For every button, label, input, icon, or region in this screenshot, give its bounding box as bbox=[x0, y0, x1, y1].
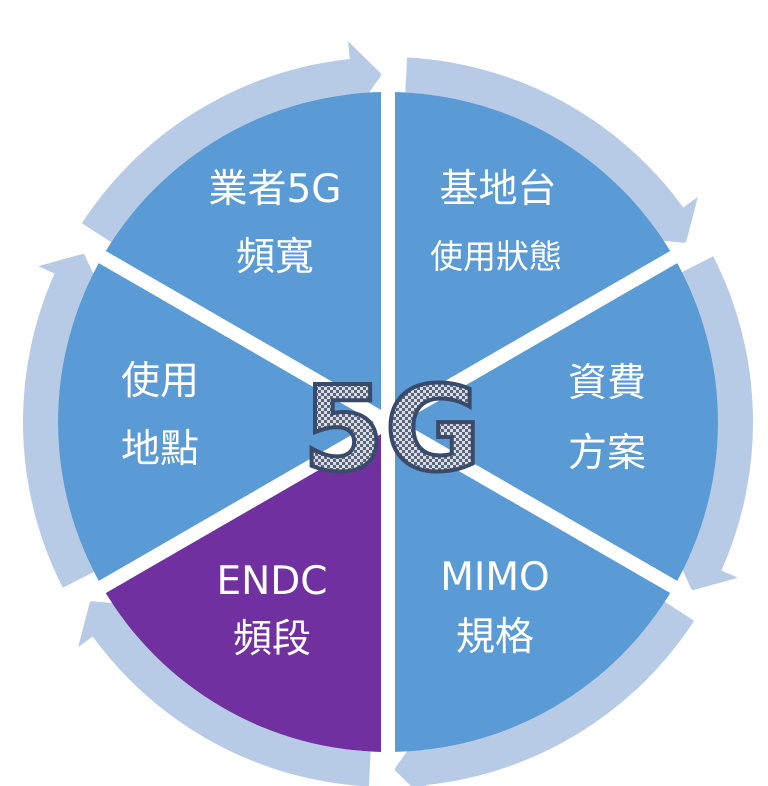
segment-location-line2: 地點 bbox=[121, 427, 199, 472]
segment-endc-line1: ENDC bbox=[216, 559, 327, 604]
segment-base-station-line2: 使用狀態 bbox=[430, 237, 562, 276]
cycle-arrow-bandwidth-icon bbox=[405, 57, 698, 244]
segment-wedges bbox=[57, 92, 718, 752]
cycle-arrow-ring bbox=[23, 41, 753, 786]
segment-location bbox=[102, 92, 389, 422]
segment-plan-line1: 資費 bbox=[568, 361, 646, 406]
segment-dividers bbox=[64, 53, 712, 786]
segment-bandwidth bbox=[388, 92, 674, 422]
cycle-arrow-mimo-icon bbox=[78, 600, 371, 786]
segment-plan bbox=[388, 422, 674, 752]
segment-base-station bbox=[388, 257, 718, 587]
segment-mimo bbox=[102, 422, 389, 752]
segment-base-station-line1: 基地台 bbox=[439, 167, 556, 212]
cycle-arrow-endc-icon bbox=[23, 253, 103, 588]
segment-mimo-line2: 規格 bbox=[456, 615, 534, 660]
segment-plan-line2: 方案 bbox=[568, 431, 646, 476]
segment-divider bbox=[384, 231, 712, 429]
cycle-arrow-base-station-icon bbox=[673, 256, 753, 591]
segment-endc bbox=[57, 257, 388, 587]
segment-divider bbox=[64, 231, 392, 429]
segment-bandwidth-line1: 業者5G bbox=[208, 167, 341, 212]
segment-mimo-line1: MIMO bbox=[440, 555, 550, 600]
center-5g-label: 5G bbox=[303, 360, 482, 498]
cycle-arrow-location-icon bbox=[81, 41, 382, 243]
segment-location-line1: 使用 bbox=[121, 359, 199, 404]
cycle-arrow-plan-icon bbox=[394, 601, 695, 786]
segment-divider bbox=[64, 415, 392, 613]
segment-endc-line2: 頻段 bbox=[233, 617, 311, 662]
segment-bandwidth-line2: 頻寬 bbox=[236, 235, 314, 280]
segment-divider bbox=[384, 415, 712, 613]
